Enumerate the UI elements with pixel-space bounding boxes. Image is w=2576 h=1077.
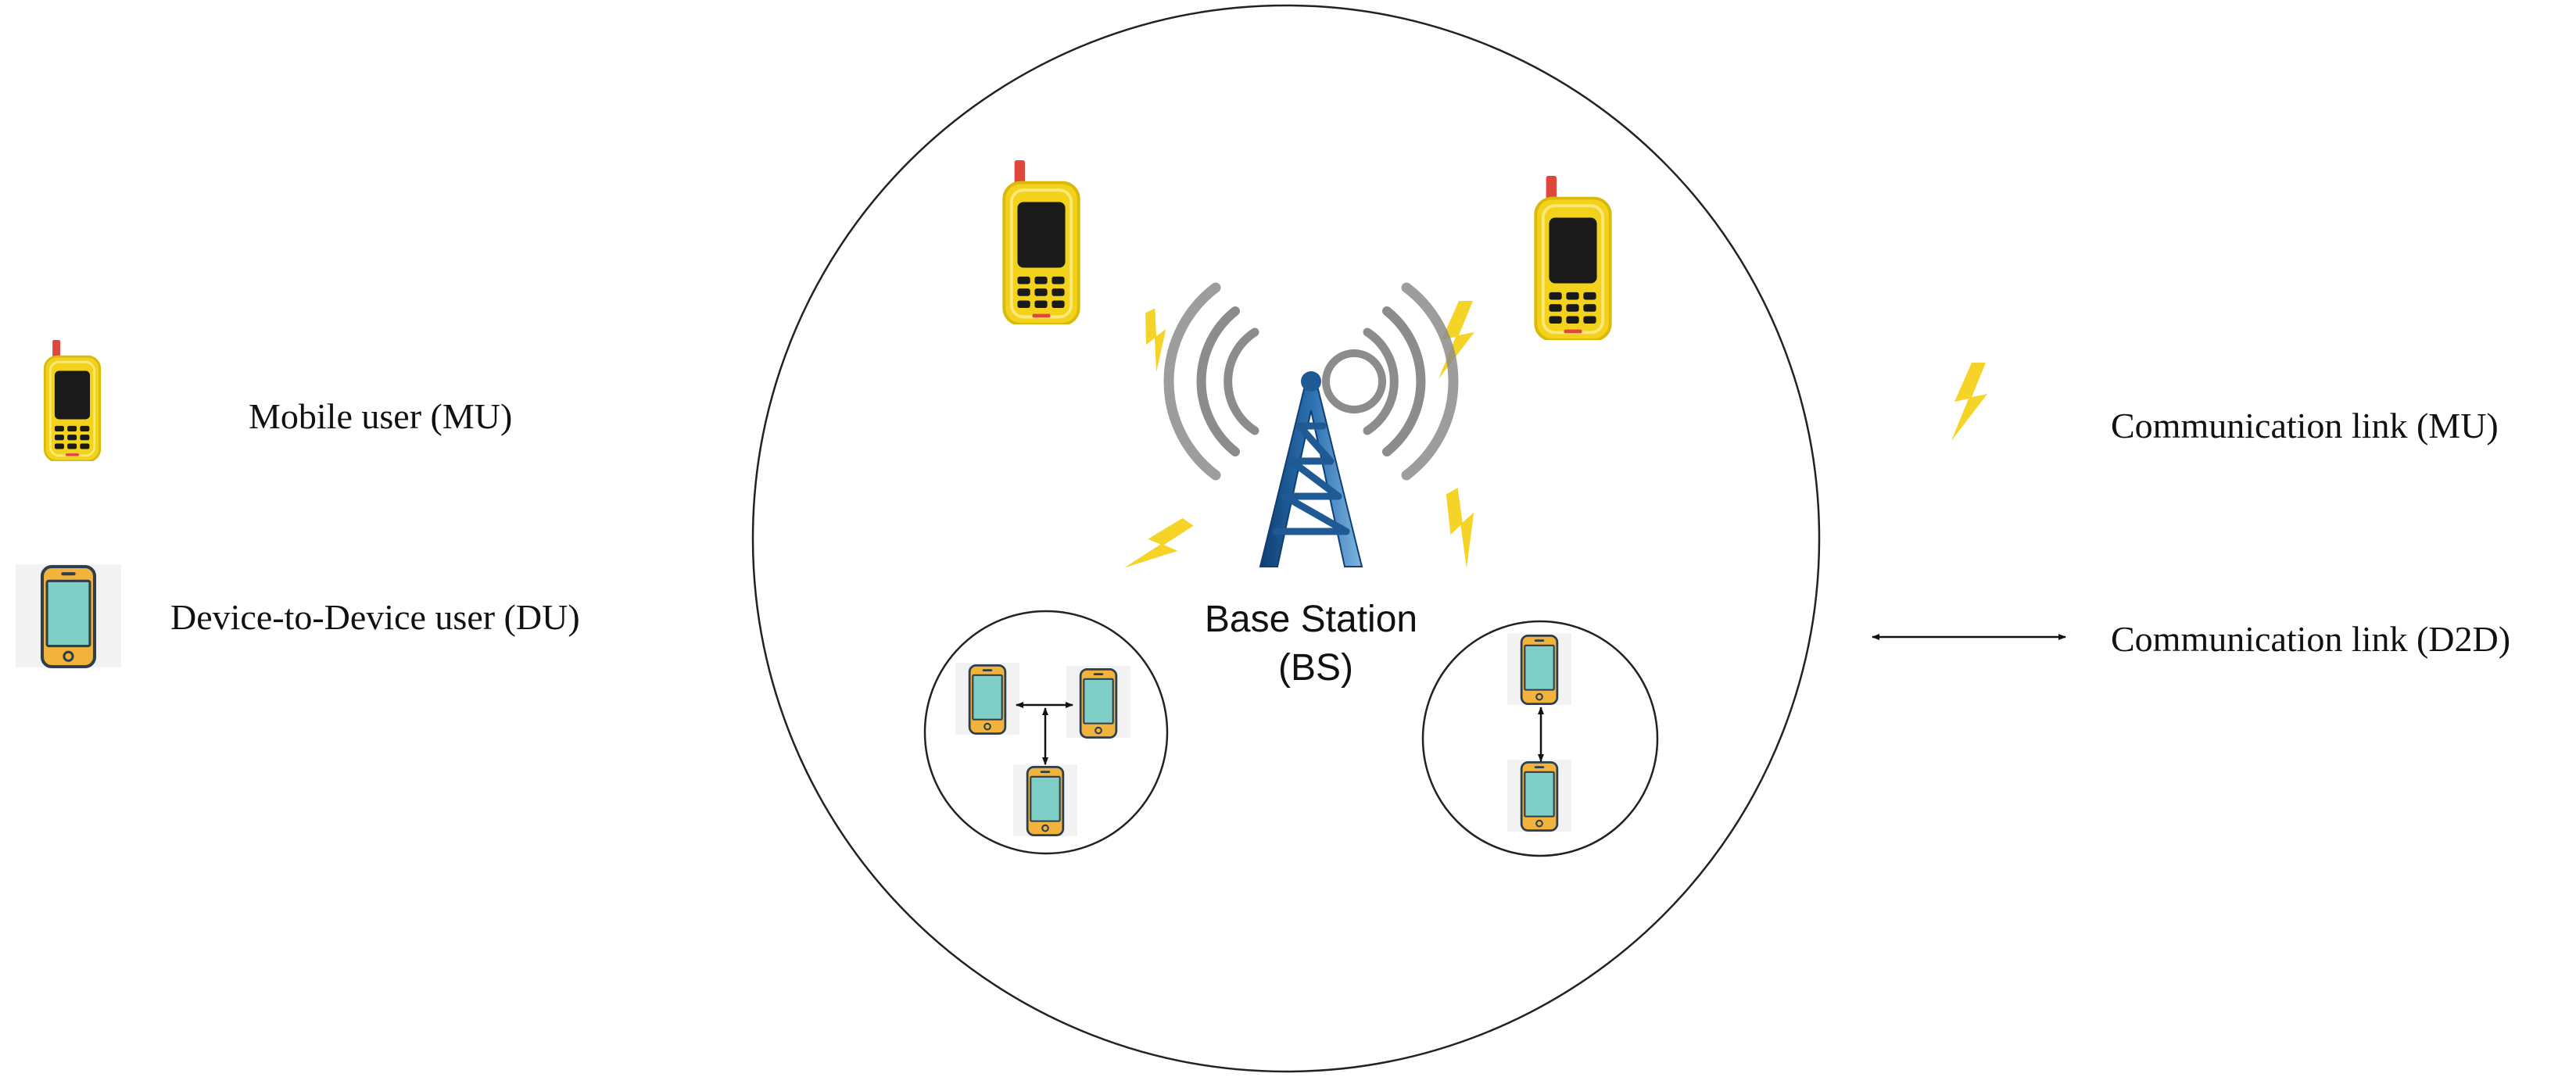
lightning-legend-icon [1951,363,1987,441]
mobile-user-icon [1002,160,1080,324]
d2d-user-legend-icon [42,567,95,667]
lightning-link-icon [1429,486,1496,569]
base-station-tower-icon [1163,282,1459,567]
d2d-cluster-right [1421,620,1659,857]
d2d-user-icon [968,664,1007,735]
legend-d2d-user: Device-to-Device user (DU) [16,564,580,667]
legend-link-d2d: Communication link (D2D) [1872,619,2510,659]
legend-link-d2d-label: Communication link (D2D) [2111,619,2510,659]
d2d-cluster-left [923,610,1169,855]
mobile-user-legend-icon [43,340,102,461]
legend-mobile-user-label: Mobile user (MU) [249,396,512,436]
legend-d2d-user-label: Device-to-Device user (DU) [170,597,580,637]
lightning-link-icon [1123,506,1195,588]
signal-waves [1163,282,1459,481]
cell-coverage-circle [751,4,1821,1073]
base-station-label-line1: Base Station [1205,599,1417,640]
d2d-user-icon [1520,761,1559,832]
d2d-user-icon [1520,635,1559,705]
mobile-user-icon [1534,176,1612,340]
base-station-label-line2: (BS) [1278,647,1353,689]
legend-mobile-user: Mobile user (MU) [43,340,512,461]
legend-link-mu: Communication link (MU) [1951,363,2499,445]
d2d-cluster-circle [923,610,1169,855]
legend-link-mu-label: Communication link (MU) [2111,406,2499,445]
d2d-user-icon [1079,668,1118,739]
d2d-user-icon [1026,766,1065,836]
d2d-cluster-circle [1421,620,1659,857]
